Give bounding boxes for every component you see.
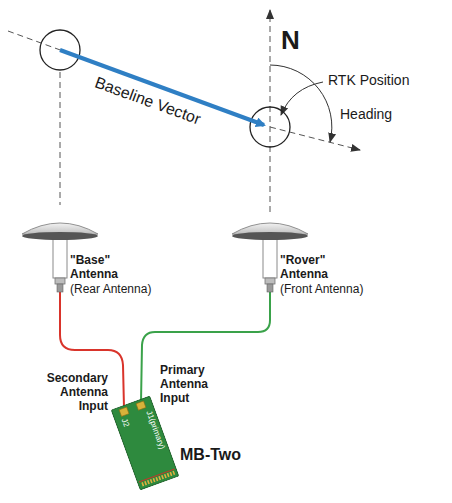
edge-pin — [167, 473, 170, 477]
antenna-label: "Rover" Antenna — [280, 254, 332, 282]
heading-arc — [270, 65, 332, 142]
antenna-note: (Rear Antenna) — [70, 283, 151, 297]
antenna-label: "Base" Antenna — [70, 254, 122, 282]
gps-board: J2J1(primary)MB-Two — [100, 385, 190, 503]
north-label: N — [281, 26, 300, 56]
board-plate — [111, 396, 179, 490]
edge-pin — [155, 477, 158, 481]
callout-label: Heading — [338, 106, 394, 122]
edge-pin — [161, 475, 164, 479]
heading-axis — [270, 127, 360, 150]
edge-pin — [172, 471, 175, 475]
edge-pin — [147, 480, 150, 484]
dashed-axis — [60, 72, 61, 205]
edge-pin — [164, 474, 167, 478]
edge-pin — [150, 479, 153, 483]
connector-j1 — [136, 401, 146, 410]
circuit-board: J2J1(primary) — [111, 395, 180, 490]
north-axis — [270, 10, 271, 212]
callout-label: RTK Position — [326, 72, 411, 88]
antenna-note: (Front Antenna) — [280, 283, 363, 297]
board-name: MB-Two — [180, 447, 241, 463]
pin-strip — [139, 468, 175, 482]
edge-pin — [170, 472, 173, 476]
edge-pin — [158, 476, 161, 480]
input-label: Primary Antenna Input — [160, 364, 218, 405]
connector-j2 — [119, 407, 129, 416]
board-outline — [111, 395, 180, 490]
input-label: Secondary Antenna Input — [40, 372, 108, 413]
antenna-position — [250, 107, 290, 147]
leader-line — [281, 82, 323, 115]
edge-pin — [153, 478, 156, 482]
edge-pin — [144, 481, 147, 485]
edge-pin — [141, 482, 144, 486]
